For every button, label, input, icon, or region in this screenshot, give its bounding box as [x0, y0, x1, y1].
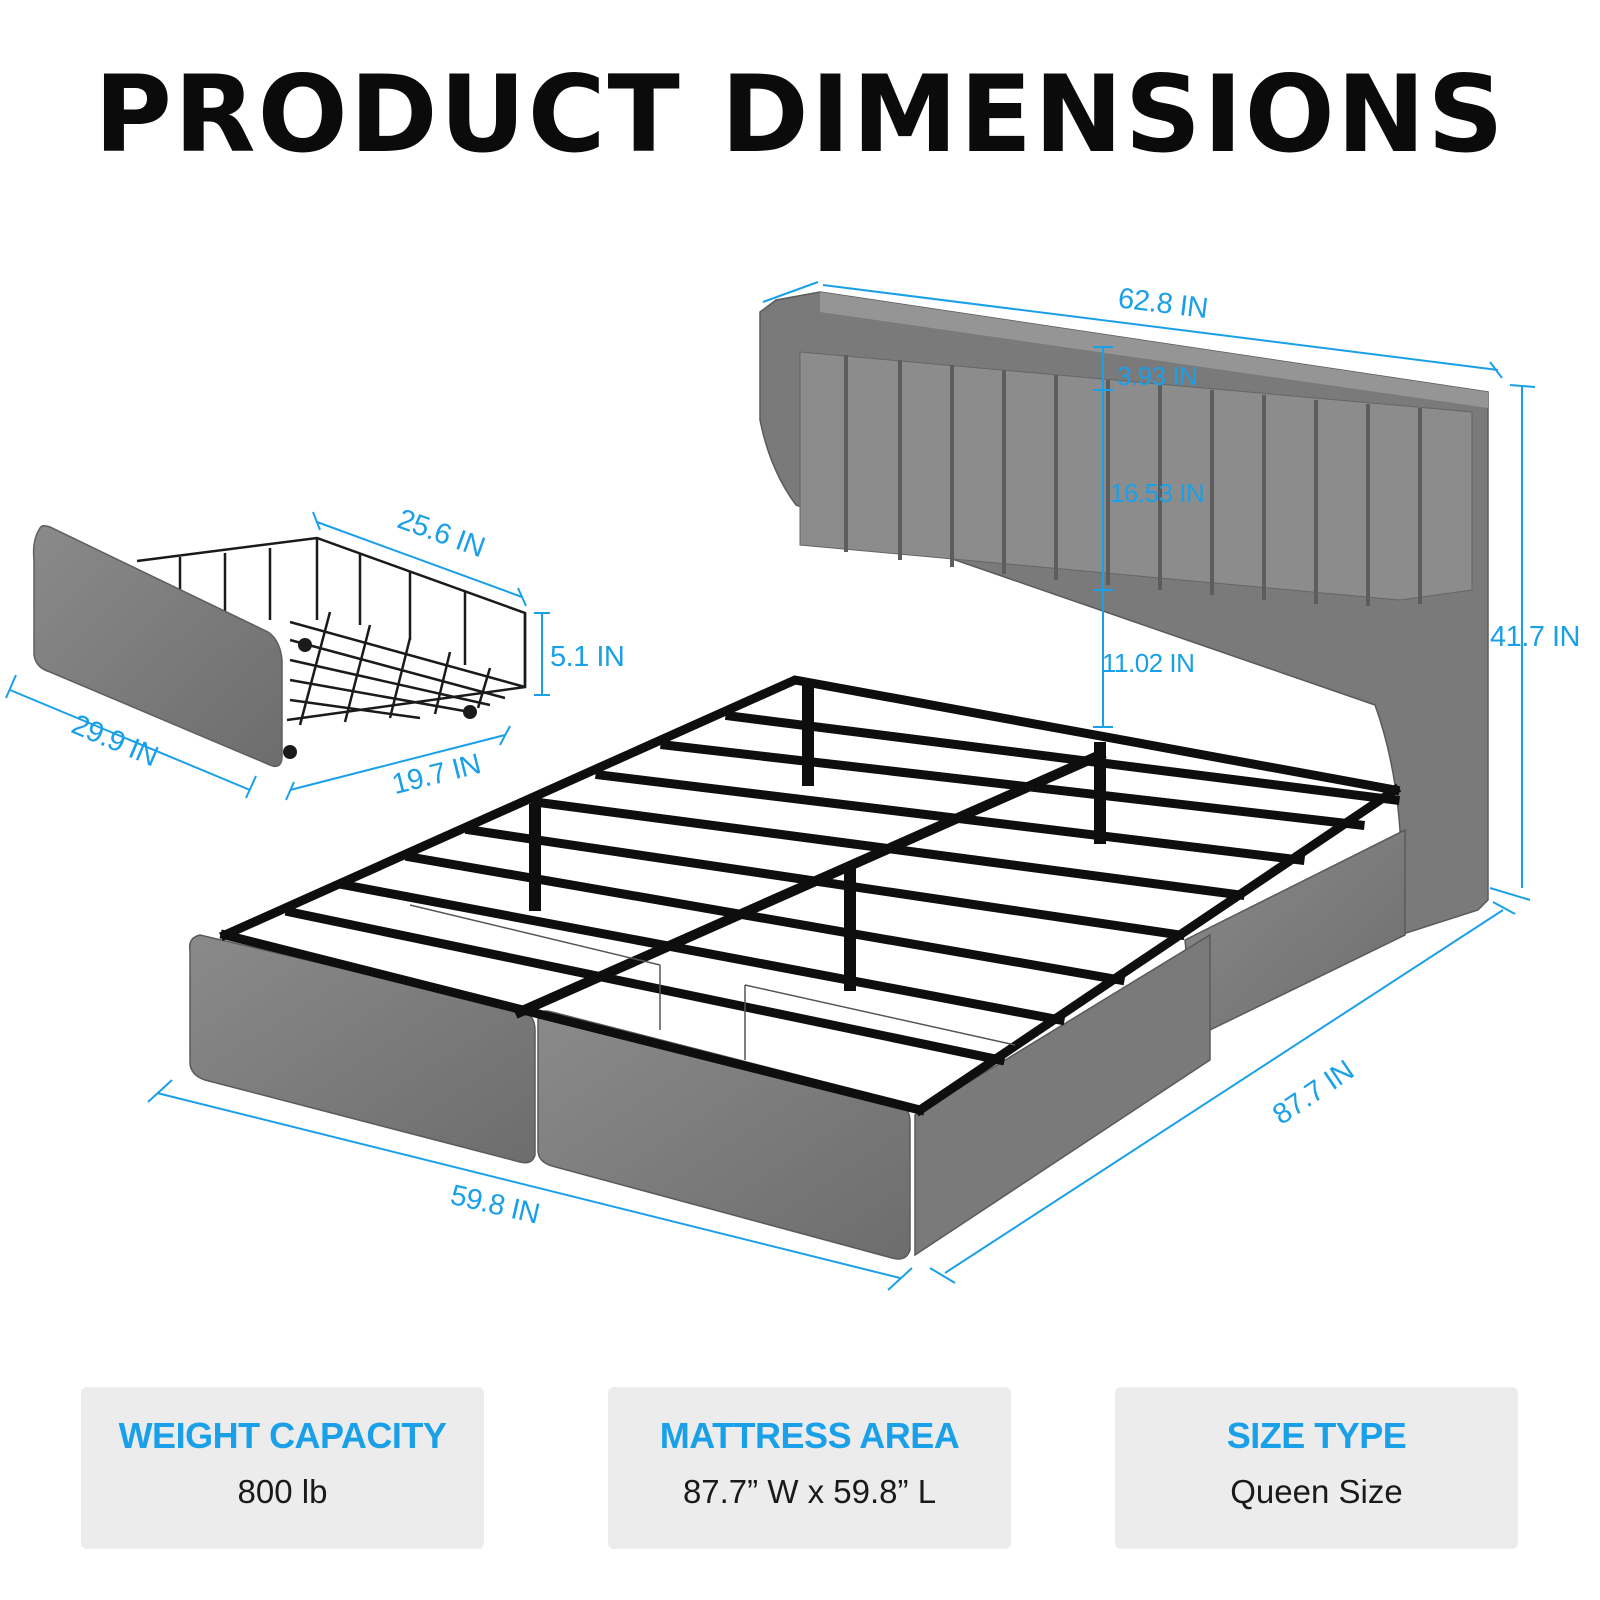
dimension-lines	[5, 281, 1536, 1291]
headboard-width-label: 62.8 IN	[1116, 282, 1209, 325]
card-label: MATTRESS AREA	[659, 1415, 960, 1456]
drawer-front-width-label: 29.9 IN	[67, 709, 162, 774]
frame-to-panel-label: 11.02 IN	[1102, 648, 1194, 678]
card-label: WEIGHT CAPACITY	[118, 1415, 447, 1456]
page-title: PRODUCT DIMENSIONS	[94, 53, 1506, 176]
drawer-depth-label: 19.7 IN	[389, 748, 484, 801]
drawer-illustration	[32, 524, 527, 768]
top-gap-label: 3.93 IN	[1117, 361, 1197, 391]
card-value: 800 lb	[237, 1473, 328, 1510]
mattress-area-card: MATTRESS AREA 87.7” W x 59.8” L	[608, 1387, 1011, 1549]
card-label: SIZE TYPE	[1226, 1415, 1407, 1456]
card-value: Queen Size	[1230, 1473, 1403, 1510]
bed-illustration	[188, 291, 1489, 1260]
total-height-label: 41.7 IN	[1490, 621, 1580, 653]
size-type-card: SIZE TYPE Queen Size	[1115, 1387, 1518, 1549]
drawer-height-label: 5.1 IN	[550, 641, 624, 673]
headboard-panel-label: 16.53 IN	[1110, 478, 1204, 508]
card-value: 87.7” W x 59.8” L	[682, 1473, 937, 1510]
bed-length-label: 87.7 IN	[1267, 1055, 1360, 1132]
weight-capacity-card: WEIGHT CAPACITY 800 lb	[81, 1387, 484, 1549]
bed-width-label: 59.8 IN	[447, 1179, 542, 1230]
